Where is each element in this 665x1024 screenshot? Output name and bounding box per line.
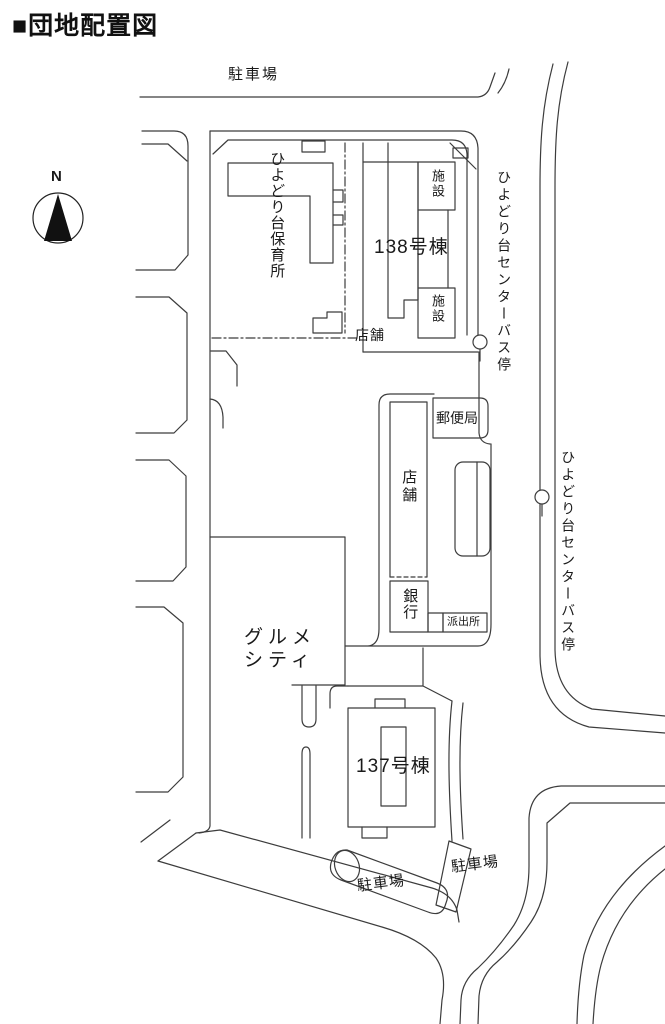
west-block-3 xyxy=(135,459,187,582)
bus-stop-icon xyxy=(472,334,488,362)
building-137-label: 137号棟 xyxy=(356,756,431,777)
road-branch-stroke-b xyxy=(157,832,197,862)
bus-stop-upper-label: ひよどり台センターバス停 xyxy=(496,170,513,374)
site-corner-chamfer xyxy=(449,142,477,170)
parking-turnaround xyxy=(333,849,361,883)
west-block-4 xyxy=(135,606,184,793)
road-top-entry-stroke xyxy=(497,68,510,94)
shops-parcel-riser xyxy=(478,351,491,445)
parking-strip-right xyxy=(435,840,472,913)
road-corner-arc-inner xyxy=(576,845,665,1024)
road-lower-right-outer xyxy=(459,785,665,1024)
site-top-inner-line xyxy=(212,139,468,336)
gourmet-city-label-line1: グルメ xyxy=(244,627,317,648)
site-top-boundary xyxy=(209,130,479,336)
nursery-label: ひよどり台保育所 xyxy=(268,151,286,279)
buildings xyxy=(227,140,491,915)
road-corner-arc-outer xyxy=(592,868,665,1024)
shop-center-building xyxy=(389,401,428,578)
map-icons xyxy=(32,192,550,517)
building-137-core xyxy=(380,726,407,807)
police-box-building xyxy=(442,612,488,633)
police-annex-box xyxy=(427,612,444,633)
gourmet-corridor-1 xyxy=(301,685,317,728)
center-annex-building xyxy=(454,461,491,557)
gourmet-parcel xyxy=(209,536,346,686)
parking-stadium xyxy=(329,849,449,915)
west-block-1 xyxy=(135,130,189,271)
road-diagonal-lower xyxy=(157,860,445,1024)
inner-walk-line-b xyxy=(362,142,389,163)
nursery-building-outline xyxy=(227,162,334,264)
west-block-1-inner xyxy=(141,143,188,162)
police-box-label: 派出所 xyxy=(447,616,480,628)
building-138-corner-rect xyxy=(452,147,469,159)
parking-top-label: 駐車場 xyxy=(228,66,280,83)
shop-center-label: 店舗 xyxy=(400,469,418,505)
road-right-west-edge xyxy=(539,63,665,734)
shop-upper-label: 店舗 xyxy=(355,327,385,343)
road-right-east-edge xyxy=(554,61,665,717)
page-title: ■団地配置図 xyxy=(12,12,159,40)
site-left-boundary xyxy=(198,130,211,834)
inner-corner-piece xyxy=(210,350,238,387)
walk-above-137 xyxy=(347,647,453,702)
gourmet-city-label-line2: シティ xyxy=(244,650,315,671)
road-top-parking xyxy=(139,72,496,98)
bank-label: 銀行 xyxy=(401,588,419,620)
entrance-arc xyxy=(209,398,224,429)
path-right-of-137-a xyxy=(448,700,453,842)
shops-parcel-outline xyxy=(344,393,492,647)
building-138-dividers xyxy=(417,209,449,289)
compass-north-icon xyxy=(32,192,84,244)
road-branch-stroke-a xyxy=(140,819,171,843)
building-137-outline xyxy=(347,707,436,828)
boundaries xyxy=(135,130,492,839)
nursery-building-tabs xyxy=(332,189,344,226)
gourmet-corridor-2 xyxy=(301,746,311,839)
roads xyxy=(139,61,665,1024)
building-138-label: 138号棟 xyxy=(374,237,449,258)
west-block-2 xyxy=(135,296,188,434)
road-lower-right-inner xyxy=(477,802,665,1024)
shop-upper-building xyxy=(312,311,343,334)
building-137-south-step xyxy=(361,826,388,839)
post-office-building xyxy=(432,397,489,439)
post-office-label: 郵便局 xyxy=(436,410,478,426)
small-structure-top xyxy=(301,140,326,153)
facility-upper-label: 施設 xyxy=(429,169,445,199)
bus-stop-right-label: ひよどり台センターバス停 xyxy=(560,450,577,654)
facility-lower-label: 施設 xyxy=(429,294,445,324)
bus-stop-icon xyxy=(534,489,550,517)
path-right-of-137-b xyxy=(459,702,464,840)
building-137-bump xyxy=(374,698,406,709)
compass-north-label: N xyxy=(51,168,62,185)
corner-by-137 xyxy=(329,685,349,709)
